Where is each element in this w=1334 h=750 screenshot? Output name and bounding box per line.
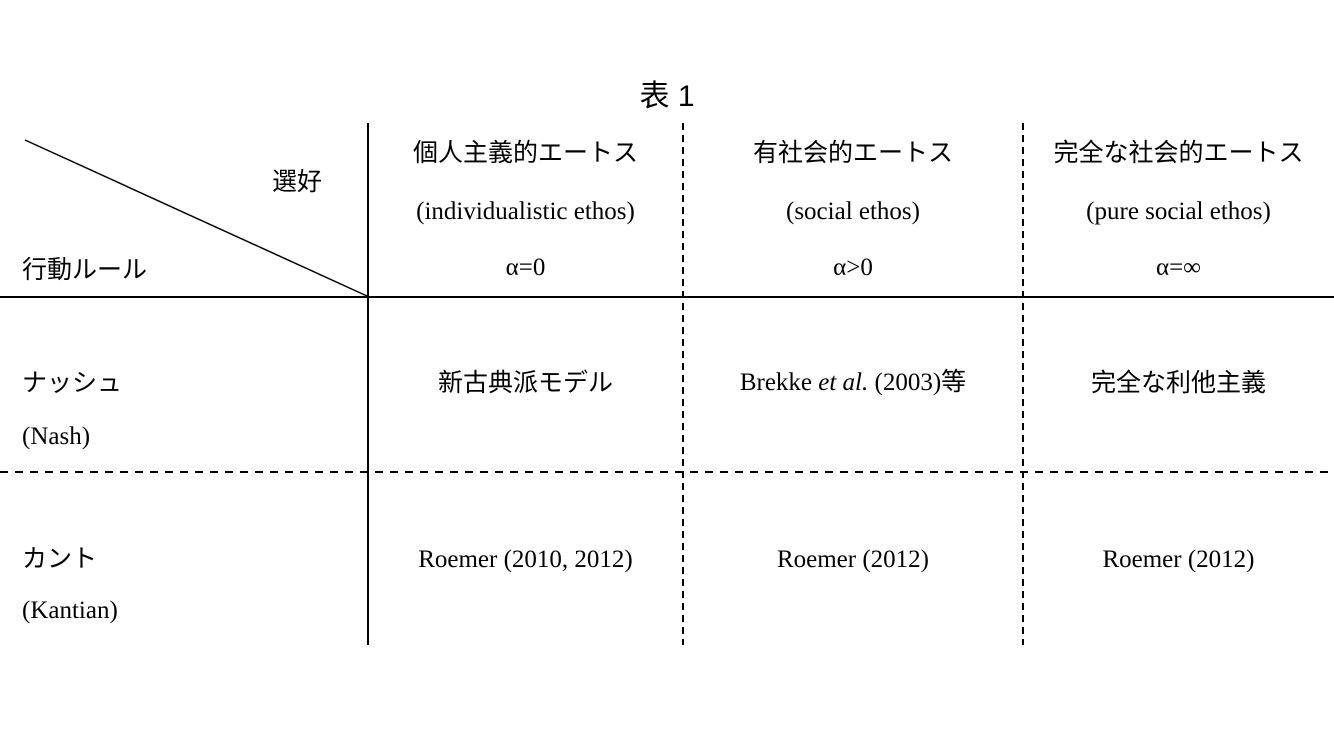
corner-label-preference: 選好 xyxy=(271,168,322,196)
row-divider-dashed xyxy=(0,471,1334,473)
row-label-kantian-ja: カント xyxy=(22,545,98,573)
row-label-nash-en: (Nash) xyxy=(22,423,91,450)
cell-kantian-pure-social: Roemer (2012) xyxy=(1102,546,1255,573)
col-header-alpha-gt0: α>0 xyxy=(833,254,873,281)
cell-kantian-individualistic: Roemer (2010, 2012) xyxy=(418,546,633,573)
cell-nash-social-pre: Brekke xyxy=(739,369,819,396)
col-header-en-pure-social: (pure social ethos) xyxy=(1086,198,1271,225)
header-divider-line xyxy=(0,296,1334,298)
col-header-en-individualistic: (individualistic ethos) xyxy=(416,198,635,225)
table-title: 表 1 xyxy=(639,80,695,113)
column-divider-solid xyxy=(367,123,369,645)
cell-nash-pure-social: 完全な利他主義 xyxy=(1090,369,1266,397)
col-header-ja-social: 有社会的エートス xyxy=(752,139,953,167)
column-divider-dashed-1 xyxy=(682,123,685,645)
cell-nash-social-etal: et al. xyxy=(818,369,869,396)
corner-label-rule: 行動ルール xyxy=(22,256,148,284)
cell-nash-social: Brekke et al. (2003)等 xyxy=(683,369,1023,397)
column-divider-dashed-2 xyxy=(1022,123,1025,645)
row-label-kantian-en: (Kantian) xyxy=(22,597,118,624)
col-header-alpha-0: α=0 xyxy=(505,254,546,281)
col-header-ja-pure-social: 完全な社会的エートス xyxy=(1053,139,1304,167)
col-header-ja-individualistic: 個人主義的エートス xyxy=(412,139,638,167)
cell-nash-individualistic: 新古典派モデル xyxy=(437,369,613,397)
row-label-nash-ja: ナッシュ xyxy=(22,369,123,397)
col-header-alpha-inf: α=∞ xyxy=(1155,254,1202,281)
cell-kantian-social: Roemer (2012) xyxy=(776,546,930,573)
cell-nash-social-post: (2003)等 xyxy=(868,369,967,396)
col-header-en-social: (social ethos) xyxy=(786,198,920,225)
